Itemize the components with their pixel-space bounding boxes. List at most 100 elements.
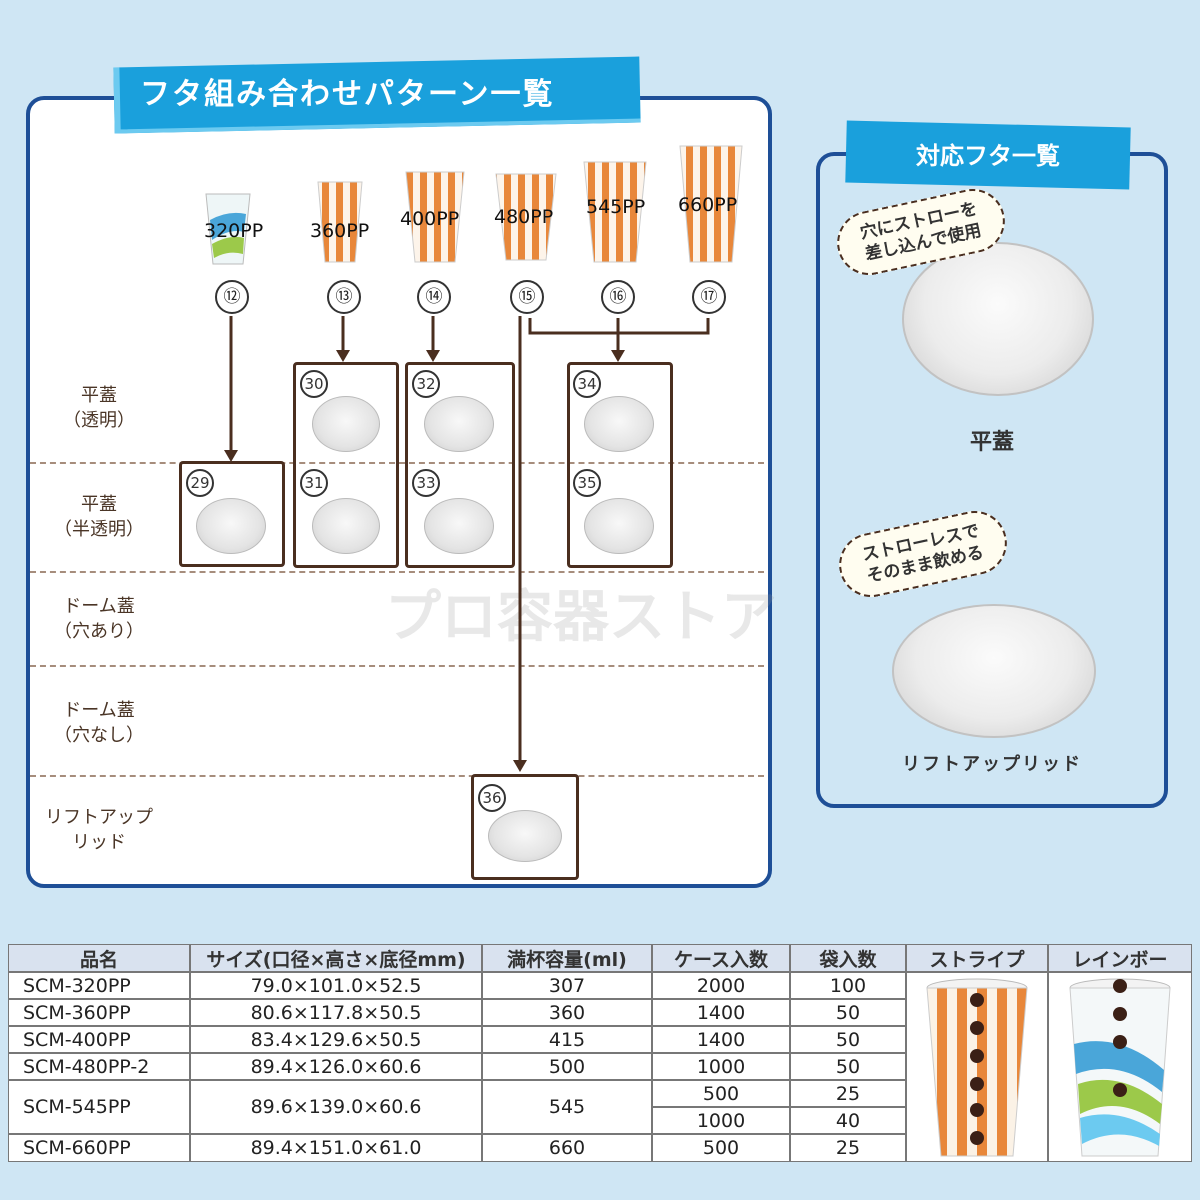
flat-lid-translucent-image xyxy=(424,498,494,554)
lid-number: 29 xyxy=(186,469,214,497)
flat-lid-photo xyxy=(902,242,1094,396)
cell-bag: 50 xyxy=(790,1026,906,1053)
lid-group-15-17 xyxy=(567,362,673,568)
row-divider xyxy=(30,665,764,667)
liftup-lid-photo xyxy=(892,604,1096,738)
cup-illustrations xyxy=(205,145,743,265)
cell-bag: 25 xyxy=(790,1080,906,1107)
cup-label: 360PP xyxy=(310,220,370,242)
cell-bag: 50 xyxy=(790,999,906,1026)
cup-number: ⑬ xyxy=(327,280,361,314)
flat-lid-clear-image xyxy=(584,396,654,452)
cell-name: SCM-400PP xyxy=(8,1026,190,1053)
stripe-cup-cell xyxy=(906,972,1048,1162)
rainbow-cup-image xyxy=(1069,978,1171,1157)
cell-bag: 100 xyxy=(790,972,906,999)
cell-name: SCM-545PP xyxy=(8,1080,190,1134)
row-label-dome-nohole: ドーム蓋（穴なし） xyxy=(54,700,144,746)
cell-name: SCM-480PP-2 xyxy=(8,1053,190,1080)
cup-480-striped xyxy=(495,173,557,261)
cell-case: 1000 xyxy=(652,1053,790,1080)
lid-group-12 xyxy=(179,461,285,567)
cell-volume: 660 xyxy=(482,1134,652,1162)
header-stripe: ストライプ xyxy=(906,944,1048,972)
row-label-flat-translucent: 平蓋（半透明） xyxy=(54,494,144,540)
flat-lid-translucent-image xyxy=(312,498,380,554)
header-size: サイズ(口径×高さ×底径mm) xyxy=(190,944,482,972)
cell-name: SCM-360PP xyxy=(8,999,190,1026)
cup-320-rainbow xyxy=(205,193,251,265)
flat-lid-translucent-image xyxy=(584,498,654,554)
liftup-lid-image xyxy=(488,810,562,862)
cell-bag: 25 xyxy=(790,1134,906,1162)
cell-bag: 40 xyxy=(790,1107,906,1134)
cup-number: ⑯ xyxy=(601,280,635,314)
cell-case: 2000 xyxy=(652,972,790,999)
cell-case: 1400 xyxy=(652,1026,790,1053)
row-divider xyxy=(30,571,764,573)
lid-group-liftup xyxy=(471,774,579,880)
cell-size: 79.0×101.0×52.5 xyxy=(190,972,482,999)
cup-number: ⑮ xyxy=(510,280,544,314)
cell-case: 1000 xyxy=(652,1107,790,1134)
row-label-liftup: リフトアップリッド xyxy=(45,807,153,853)
stripe-cup-image xyxy=(926,978,1028,1157)
row-label-flat-clear: 平蓋（透明） xyxy=(63,385,135,431)
cell-case: 500 xyxy=(652,1134,790,1162)
cell-name: SCM-660PP xyxy=(8,1134,190,1162)
cell-size: 89.4×151.0×61.0 xyxy=(190,1134,482,1162)
cup-label: 480PP xyxy=(494,206,554,228)
cup-360-striped xyxy=(317,181,363,263)
flat-lid-label: 平蓋 xyxy=(969,430,1014,455)
cell-size: 89.4×126.0×60.6 xyxy=(190,1053,482,1080)
lid-number: 33 xyxy=(412,469,440,497)
connector-arrows xyxy=(224,316,710,772)
lid-number: 34 xyxy=(573,370,601,398)
lid-number: 30 xyxy=(300,370,328,398)
cell-volume: 360 xyxy=(482,999,652,1026)
header-bag: 袋入数 xyxy=(790,944,906,972)
cell-volume: 415 xyxy=(482,1026,652,1053)
row-divider xyxy=(30,775,764,777)
lid-list-title: 対応フタ一覧 xyxy=(916,142,1060,170)
cup-label: 660PP xyxy=(678,194,738,216)
lid-number: 32 xyxy=(412,370,440,398)
cell-volume: 545 xyxy=(482,1080,652,1134)
cell-volume: 500 xyxy=(482,1053,652,1080)
header-case: ケース入数 xyxy=(652,944,790,972)
cell-size: 83.4×129.6×50.5 xyxy=(190,1026,482,1053)
flat-lid-translucent-image xyxy=(196,498,266,554)
cup-number: ⑫ xyxy=(215,280,249,314)
cell-case: 500 xyxy=(652,1080,790,1107)
liftup-lid-label: リフトアップリッド xyxy=(902,754,1082,775)
rainbow-cup-cell xyxy=(1048,972,1192,1162)
header-name: 品名 xyxy=(8,944,190,972)
row-label-dome-hole: ドーム蓋（穴あり） xyxy=(54,596,144,642)
lid-number: 36 xyxy=(478,784,506,812)
lid-group-14 xyxy=(405,362,515,568)
cell-size: 80.6×117.8×50.5 xyxy=(190,999,482,1026)
cell-volume: 307 xyxy=(482,972,652,999)
header-rainbow: レインボー xyxy=(1048,944,1192,972)
pattern-title: フタ組み合わせパターン一覧 xyxy=(140,77,555,112)
spec-table: 品名 サイズ(口径×高さ×底径mm) 満杯容量(ml) ケース入数 袋入数 スト… xyxy=(8,944,1192,1162)
flat-lid-clear-image xyxy=(424,396,494,452)
cell-bag: 50 xyxy=(790,1053,906,1080)
lid-group-13 xyxy=(293,362,399,568)
lid-number: 35 xyxy=(573,469,601,497)
cell-name: SCM-320PP xyxy=(8,972,190,999)
cup-660-striped xyxy=(679,145,743,263)
cell-size: 89.6×139.0×60.6 xyxy=(190,1080,482,1134)
cup-545-striped xyxy=(583,161,647,263)
header-volume: 満杯容量(ml) xyxy=(482,944,652,972)
cup-number: ⑰ xyxy=(692,280,726,314)
flat-lid-clear-image xyxy=(312,396,380,452)
cup-label: 545PP xyxy=(586,196,646,218)
cup-label: 320PP xyxy=(204,220,264,242)
cup-number: ⑭ xyxy=(417,280,451,314)
cup-label: 400PP xyxy=(400,208,460,230)
pattern-panel xyxy=(26,96,772,888)
lid-number: 31 xyxy=(300,469,328,497)
cell-case: 1400 xyxy=(652,999,790,1026)
cup-400-striped xyxy=(405,171,465,263)
